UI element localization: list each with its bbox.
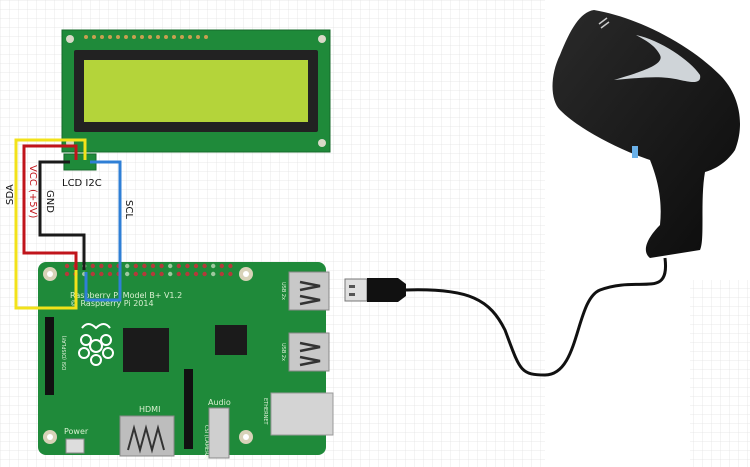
- gpio-pin: [150, 271, 156, 277]
- lcd-pin: [92, 35, 96, 39]
- wire-vcc: [22, 144, 78, 270]
- lcd-pin: [132, 35, 136, 39]
- gpio-pin: [211, 263, 216, 269]
- scl-label: SCL: [123, 200, 134, 219]
- gpio-pin: [107, 271, 113, 277]
- gpio-pin: [219, 271, 224, 277]
- power-port: [65, 438, 85, 454]
- gpio-pin: [159, 263, 164, 269]
- lcd-pin: [204, 35, 208, 39]
- gpio-pin: [185, 263, 190, 269]
- gpio-pin: [125, 263, 130, 269]
- lcd-display: LCD I2C: [61, 29, 331, 189]
- usb2-label: USB 2x: [280, 343, 286, 361]
- cable: [405, 257, 668, 377]
- usb1-label: USB 2x: [280, 282, 286, 300]
- lcd-pin: [188, 35, 192, 39]
- gpio-pin: [159, 271, 164, 277]
- sda-label: SDA: [5, 184, 16, 205]
- usb-port-1: [288, 271, 330, 311]
- gpio-pin: [211, 271, 216, 277]
- gpio-pin: [202, 271, 207, 277]
- gpio-pin: [185, 271, 190, 277]
- gpio-pin: [64, 263, 70, 269]
- wires: [14, 138, 122, 310]
- lcd-pin: [124, 35, 128, 39]
- gpio-pin: [168, 263, 173, 269]
- gpio-pin: [202, 263, 207, 269]
- lcd-pin: [108, 35, 112, 39]
- ethernet-port: [270, 392, 334, 436]
- csi-label: CSI (CAMERA): [203, 425, 209, 460]
- wire-scl: [84, 160, 122, 302]
- lcd-pin: [148, 35, 152, 39]
- lcd-pin: [100, 35, 104, 39]
- lcd-i2c-label: LCD I2C: [62, 178, 102, 189]
- pi-copyright-label: © Raspberry Pi 2014: [70, 299, 154, 308]
- audio-jack: [208, 407, 230, 459]
- lcd-pin: [140, 35, 144, 39]
- gpio-pin: [125, 271, 130, 277]
- gpio-pin: [90, 263, 96, 269]
- gpio-pin: [133, 271, 138, 277]
- pi-model-label: Raspberry Pi Model B+ V1.2: [70, 291, 182, 300]
- barcode-scanner-image: [552, 10, 740, 258]
- usb-port-2: [288, 332, 330, 372]
- grid-background-right: [690, 280, 750, 467]
- audio-label: Audio: [208, 398, 231, 407]
- vcc-label: VCC (+5V): [27, 165, 38, 218]
- gpio-pin: [99, 271, 104, 277]
- raspberry-pi-logo: [78, 323, 114, 366]
- gpio-pin: [228, 271, 233, 277]
- dsi-label: DSI (DISPLAY): [62, 335, 68, 370]
- usb-controller-chip: [215, 325, 247, 355]
- usb-plug-metal: [344, 278, 368, 302]
- lcd-pin: [180, 35, 184, 39]
- wire-sda: [14, 138, 87, 310]
- gpio-pin: [176, 271, 181, 277]
- gpio-pin: [107, 263, 113, 269]
- gpio-pin: [193, 271, 199, 277]
- gpio-pin: [90, 271, 96, 277]
- soc-chip: [123, 328, 169, 372]
- power-label: Power: [64, 427, 89, 436]
- gpio-pin: [142, 263, 147, 269]
- ethernet-label: ETHERNET: [262, 398, 268, 426]
- gpio-pin: [176, 263, 181, 269]
- gpio-pin: [228, 263, 233, 269]
- raspberry-pi-board: Raspberry Pi Model B+ V1.2 © Raspberry P…: [38, 262, 334, 460]
- lcd-pin: [196, 35, 200, 39]
- gnd-label: GND: [44, 190, 55, 213]
- gpio-pin: [193, 263, 199, 269]
- lcd-pin: [164, 35, 168, 39]
- gpio-pin: [99, 263, 104, 269]
- lcd-pin: [84, 35, 88, 39]
- gpio-pin: [133, 263, 138, 269]
- hdmi-label: HDMI: [139, 405, 160, 414]
- gpio-pin: [142, 271, 147, 277]
- lcd-pin: [156, 35, 160, 39]
- wire-gnd: [38, 160, 86, 270]
- usb-cable: [344, 257, 668, 377]
- usb-plug-body: [367, 278, 406, 302]
- gpio-pin: [150, 263, 156, 269]
- csi-connector: [184, 369, 193, 449]
- gpio-pin: [168, 271, 173, 277]
- dsi-connector: [45, 317, 54, 395]
- lcd-pin: [172, 35, 176, 39]
- gpio-pin: [64, 271, 70, 277]
- gpio-pin: [219, 263, 224, 269]
- lcd-pin: [116, 35, 120, 39]
